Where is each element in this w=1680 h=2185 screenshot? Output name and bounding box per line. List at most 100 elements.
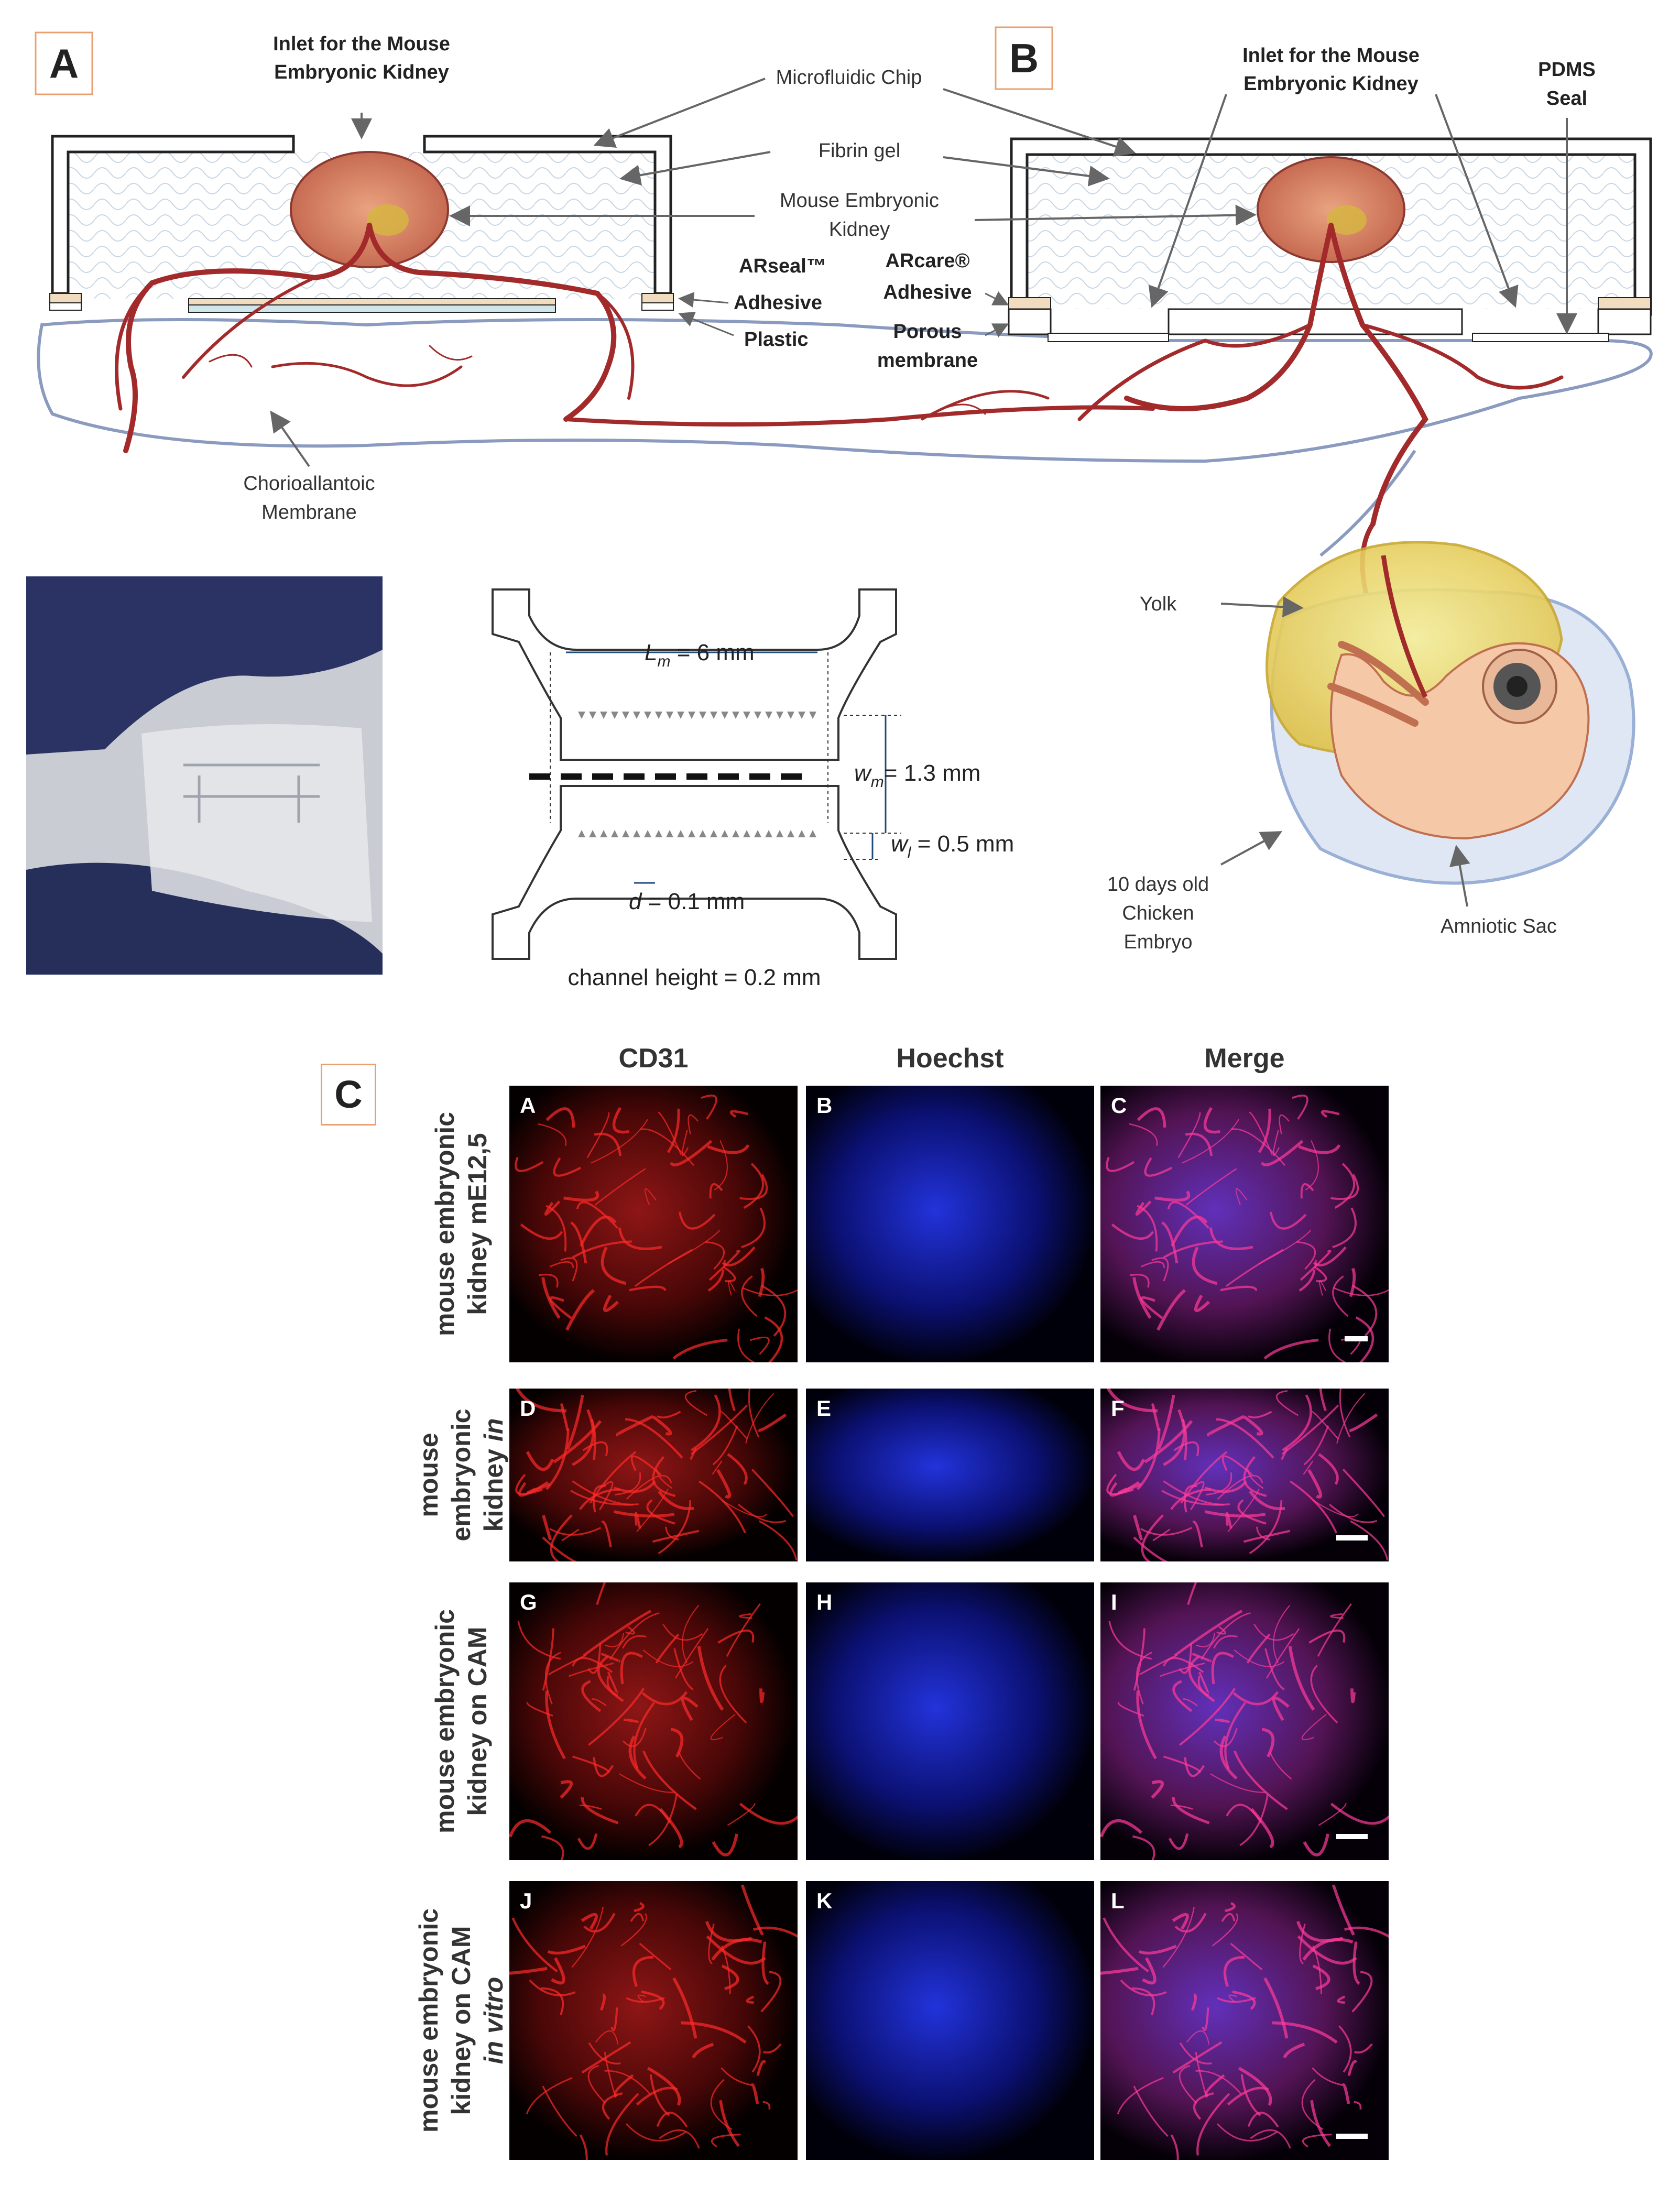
svg-text:Inlet for the Mouse: Inlet for the Mouse [273,33,450,55]
chip-post [655,830,662,837]
chip-channel-schematic [492,588,901,960]
svg-text:Embryo: Embryo [1124,931,1193,953]
micrograph-letter: H [816,1590,833,1614]
chip-b [1008,137,1652,342]
svg-text:Chicken: Chicken [1122,902,1194,924]
kidney-a [290,151,449,268]
micrograph-letter: B [816,1093,833,1118]
panel-b-badge: B [995,26,1053,90]
scale-bar [1345,1336,1368,1341]
panel-c-letter: C [334,1073,363,1116]
chip-post [765,830,772,837]
label-yolk: Yolk [1140,593,1177,615]
scale-bar [1336,1834,1368,1839]
chip-post [732,830,739,837]
chip-post [710,830,717,837]
chip-post [798,712,805,719]
kidney-b [1257,156,1405,263]
micrograph-letter: E [816,1396,832,1421]
chip-post [710,712,717,719]
label-mouse-kidney: Mouse Embryonic Kidney [780,190,939,241]
micrograph-letter: J [520,1888,532,1913]
svg-text:Kidney: Kidney [829,218,890,241]
label-amniotic-sac: Amniotic Sac [1441,915,1557,937]
micrograph-d: D [509,1389,798,1561]
svg-text:Adhesive: Adhesive [734,292,822,314]
dim-lm: Lm = 6 mm [645,640,755,670]
chip-post [578,830,585,837]
schematic-diagram: A B [35,26,1653,990]
svg-text:ARcare®: ARcare® [885,250,969,272]
svg-text:PDMS: PDMS [1538,59,1596,81]
scale-bar [1336,1535,1368,1541]
chip-post [754,830,761,837]
chip-post [754,712,761,719]
chip-post [787,830,794,837]
chip-post [622,830,629,837]
svg-text:10 days old: 10 days old [1107,873,1209,895]
svg-text:Chorioallantoic: Chorioallantoic [243,473,375,495]
svg-text:membrane: membrane [877,349,978,372]
panel-c-badge: C [321,1064,376,1126]
chip-post [644,830,651,837]
chip-post [589,830,596,837]
svg-text:Seal: Seal [1546,88,1587,110]
svg-text:Mouse Embryonic: Mouse Embryonic [780,190,939,212]
svg-text:Porous: Porous [893,321,962,343]
chip-post [743,830,750,837]
svg-text:Membrane: Membrane [261,501,357,523]
svg-text:Embryonic Kidney: Embryonic Kidney [1243,73,1419,95]
micrograph-a: A [509,1086,798,1362]
micrograph-e: E [806,1389,1094,1561]
micrograph-letter: K [816,1888,833,1913]
column-header-merge: Merge [1204,1043,1285,1074]
micrograph-j: J [509,1881,798,2160]
panel-a-badge: A [35,31,93,95]
svg-text:Plastic: Plastic [744,329,809,351]
chip-post [809,830,816,837]
micrograph-letter: A [520,1093,536,1118]
chip-post [688,712,695,719]
chip-post [655,712,662,719]
micrograph-letter: G [520,1590,537,1614]
label-pdms-seal: PDMS Seal [1538,59,1596,110]
chip-post [622,712,629,719]
chip-photo [26,576,383,975]
chip-post [600,712,607,719]
chip-post [677,712,684,719]
chip-post [578,712,585,719]
dim-d: d = 0.1 mm [629,889,745,914]
column-header-cd31: CD31 [618,1043,689,1074]
label-chicken-embryo: 10 days old Chicken Embryo [1107,873,1209,953]
chip-post [721,712,728,719]
chip-post [688,830,695,837]
micrograph-f: F [1100,1389,1389,1561]
dim-wl: wl = 0.5 mm [891,831,1014,861]
label-arseal-stack: ARseal™ Adhesive Plastic [734,255,826,351]
label-inlet-a: Inlet for the Mouse Embryonic Kidney [273,33,450,83]
chip-post [589,712,596,719]
chip-post [677,830,684,837]
chip-post [776,712,783,719]
micrograph-b: B [806,1086,1094,1362]
scale-bar [1336,2134,1368,2139]
svg-text:Adhesive: Adhesive [883,281,972,303]
chip-post [798,830,805,837]
micrograph-letter: L [1111,1888,1125,1913]
label-arcare-stack: ARcare® Adhesive Porous membrane [877,250,978,372]
micrograph-l: L [1100,1881,1389,2160]
chicken-embryo-illustration [1266,541,1635,885]
dim-wm: wm= 1.3 mm [854,760,980,791]
chip-post [600,830,607,837]
chip-post [787,712,794,719]
blood-vessels [115,223,1564,694]
micrograph-letter: C [1111,1093,1127,1118]
svg-text:A: A [49,40,79,86]
chip-post [644,712,651,719]
micrograph-h: H [806,1582,1094,1860]
micrograph-letter: I [1111,1590,1117,1614]
